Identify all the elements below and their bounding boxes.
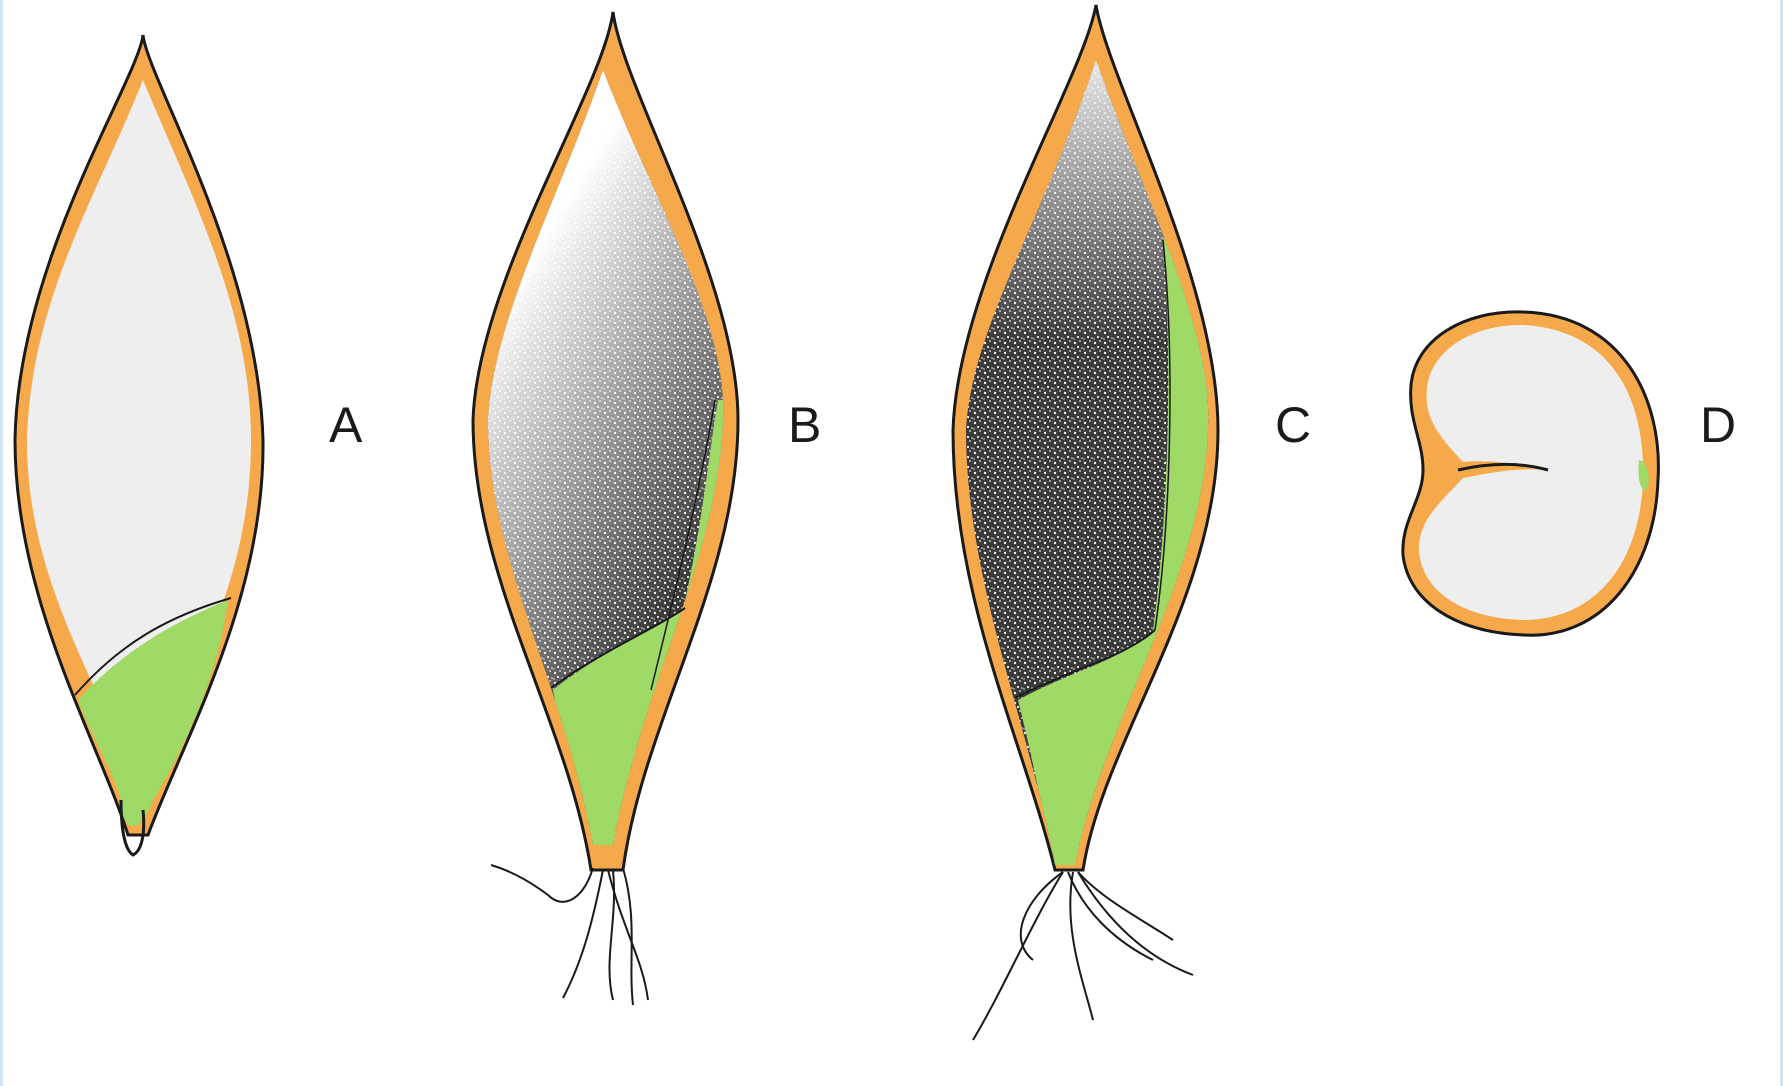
label-c: C: [1275, 400, 1311, 450]
seed-c-roots: [973, 872, 1193, 1040]
seed-d: [1403, 312, 1659, 635]
seed-a: [15, 35, 263, 855]
seed-c: [953, 5, 1223, 1040]
label-d: D: [1700, 400, 1736, 450]
seed-b-roots: [491, 865, 648, 1005]
seed-b: [473, 12, 743, 1005]
label-b: B: [788, 400, 821, 450]
label-a: A: [329, 400, 362, 450]
seed-diagram: [3, 0, 1783, 1086]
